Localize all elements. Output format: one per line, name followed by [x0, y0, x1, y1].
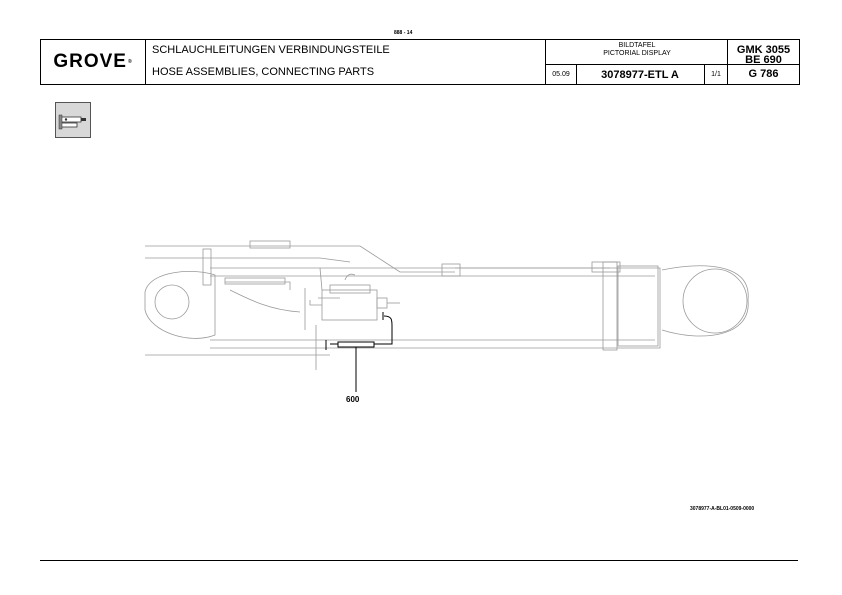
model-1: GMK 3055 — [736, 44, 791, 56]
title-english: HOSE ASSEMBLIES, CONNECTING PARTS — [152, 66, 375, 78]
part-number: 3078977-ETL A — [576, 65, 705, 84]
cylinder-assembly-icon — [55, 102, 91, 138]
page-number: 888 - 14 — [394, 30, 413, 36]
display-label-german: BILDTAFEL — [618, 42, 656, 49]
display-row: 05.09 3078977-ETL A 1/1 — [546, 64, 728, 85]
sheet-number: 1/1 — [711, 71, 721, 78]
logo-registered-mark: ® — [127, 59, 133, 65]
drawing-id: 3078977-A-BL01-0509-0000 — [690, 506, 755, 512]
models-cell: GMK 3055 BE 690 G 786 — [728, 40, 799, 84]
model-3: G 786 — [748, 68, 779, 80]
title-german: SCHLAUCHLEITUNGEN VERBINDUNGSTEILE — [152, 44, 390, 56]
callout-600: 600 — [346, 395, 360, 404]
display-cell: BILDTAFEL PICTORIAL DISPLAY 05.09 307897… — [546, 40, 728, 84]
model-2: BE 690 — [745, 54, 782, 66]
title-block: GROVE® SCHLAUCHLEITUNGEN VERBINDUNGSTEIL… — [40, 39, 800, 85]
issue-date: 05.09 — [546, 65, 577, 84]
display-label-english: PICTORIAL DISPLAY — [603, 50, 671, 57]
footer-rule — [40, 560, 798, 561]
title-cell: SCHLAUCHLEITUNGEN VERBINDUNGSTEILE HOSE … — [146, 40, 546, 84]
logo-text: GROVE — [53, 51, 127, 72]
grove-logo: GROVE® — [41, 40, 146, 84]
models-divider — [728, 64, 799, 65]
